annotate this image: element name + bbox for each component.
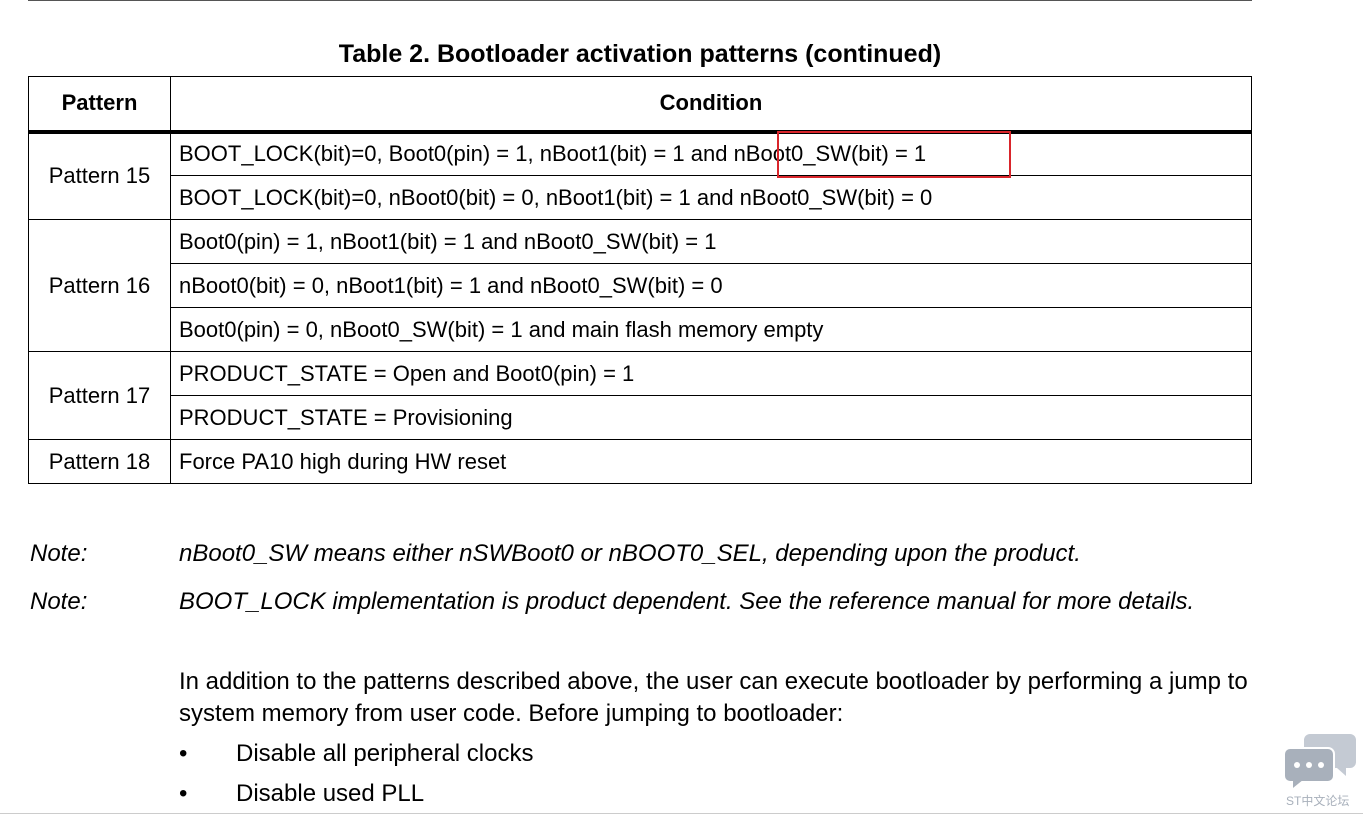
- bottom-rule: [0, 813, 1363, 814]
- note-text: nBoot0_SW means either nSWBoot0 or nBOOT…: [179, 540, 1081, 567]
- header-condition: Condition: [170, 76, 1252, 134]
- note-label: Note:: [30, 588, 88, 615]
- header-pattern: Pattern: [28, 76, 171, 134]
- watermark-label: ST中文论坛: [1286, 794, 1350, 808]
- condition-cell: PRODUCT_STATE = Provisioning: [170, 395, 1252, 440]
- condition-cell: BOOT_LOCK(bit)=0, Boot0(pin) = 1, nBoot1…: [170, 131, 1252, 176]
- pattern-17-cell: Pattern 17: [28, 351, 171, 440]
- table-caption: Table 2. Bootloader activation patterns …: [338, 40, 942, 68]
- list-item-text: Disable all peripheral clocks: [236, 740, 534, 767]
- pattern-18-cell: Pattern 18: [28, 439, 171, 484]
- table-row: Pattern 15 BOOT_LOCK(bit)=0, Boot0(pin) …: [28, 131, 1252, 220]
- table-row: nBoot0(bit) = 0, nBoot1(bit) = 1 and nBo…: [29, 263, 1252, 308]
- list-item-text: Disable used PLL: [236, 780, 425, 807]
- table-row: Pattern 18 Force PA10 high during HW res…: [28, 439, 1252, 484]
- body-paragraph: In addition to the patterns described ab…: [179, 668, 1248, 727]
- table-row: Pattern 17 PRODUCT_STATE = Open and Boot…: [28, 351, 1252, 440]
- top-rule: [28, 0, 1252, 1]
- chat-bubbles-icon: [1283, 734, 1356, 793]
- bullet-icon: •: [179, 780, 188, 807]
- bootloader-patterns-table: Pattern Condition Pattern 15 BOOT_LOCK(b…: [28, 76, 1252, 484]
- condition-cell: Force PA10 high during HW reset: [170, 439, 1252, 484]
- forum-watermark: ST中文论坛: [1282, 730, 1358, 810]
- bullet-icon: •: [179, 740, 188, 767]
- condition-cell: Boot0(pin) = 1, nBoot1(bit) = 1 and nBoo…: [170, 219, 1252, 264]
- table-row: BOOT_LOCK(bit)=0, nBoot0(bit) = 0, nBoot…: [29, 175, 1252, 220]
- note-text: BOOT_LOCK implementation is product depe…: [179, 588, 1195, 615]
- condition-cell: BOOT_LOCK(bit)=0, nBoot0(bit) = 0, nBoot…: [170, 175, 1252, 220]
- pattern-15-cell: Pattern 15: [28, 131, 171, 220]
- condition-cell: nBoot0(bit) = 0, nBoot1(bit) = 1 and nBo…: [170, 263, 1252, 308]
- table-row: Pattern 16 Boot0(pin) = 1, nBoot1(bit) =…: [28, 219, 1252, 352]
- condition-cell: Boot0(pin) = 0, nBoot0_SW(bit) = 1 and m…: [170, 307, 1252, 352]
- note-label: Note:: [30, 540, 88, 567]
- table-header-row: Pattern Condition: [28, 76, 1252, 134]
- pattern-16-cell: Pattern 16: [28, 219, 171, 352]
- condition-cell: PRODUCT_STATE = Open and Boot0(pin) = 1: [170, 351, 1252, 396]
- table-row: PRODUCT_STATE = Provisioning: [29, 395, 1252, 440]
- table-row: Boot0(pin) = 0, nBoot0_SW(bit) = 1 and m…: [29, 307, 1252, 352]
